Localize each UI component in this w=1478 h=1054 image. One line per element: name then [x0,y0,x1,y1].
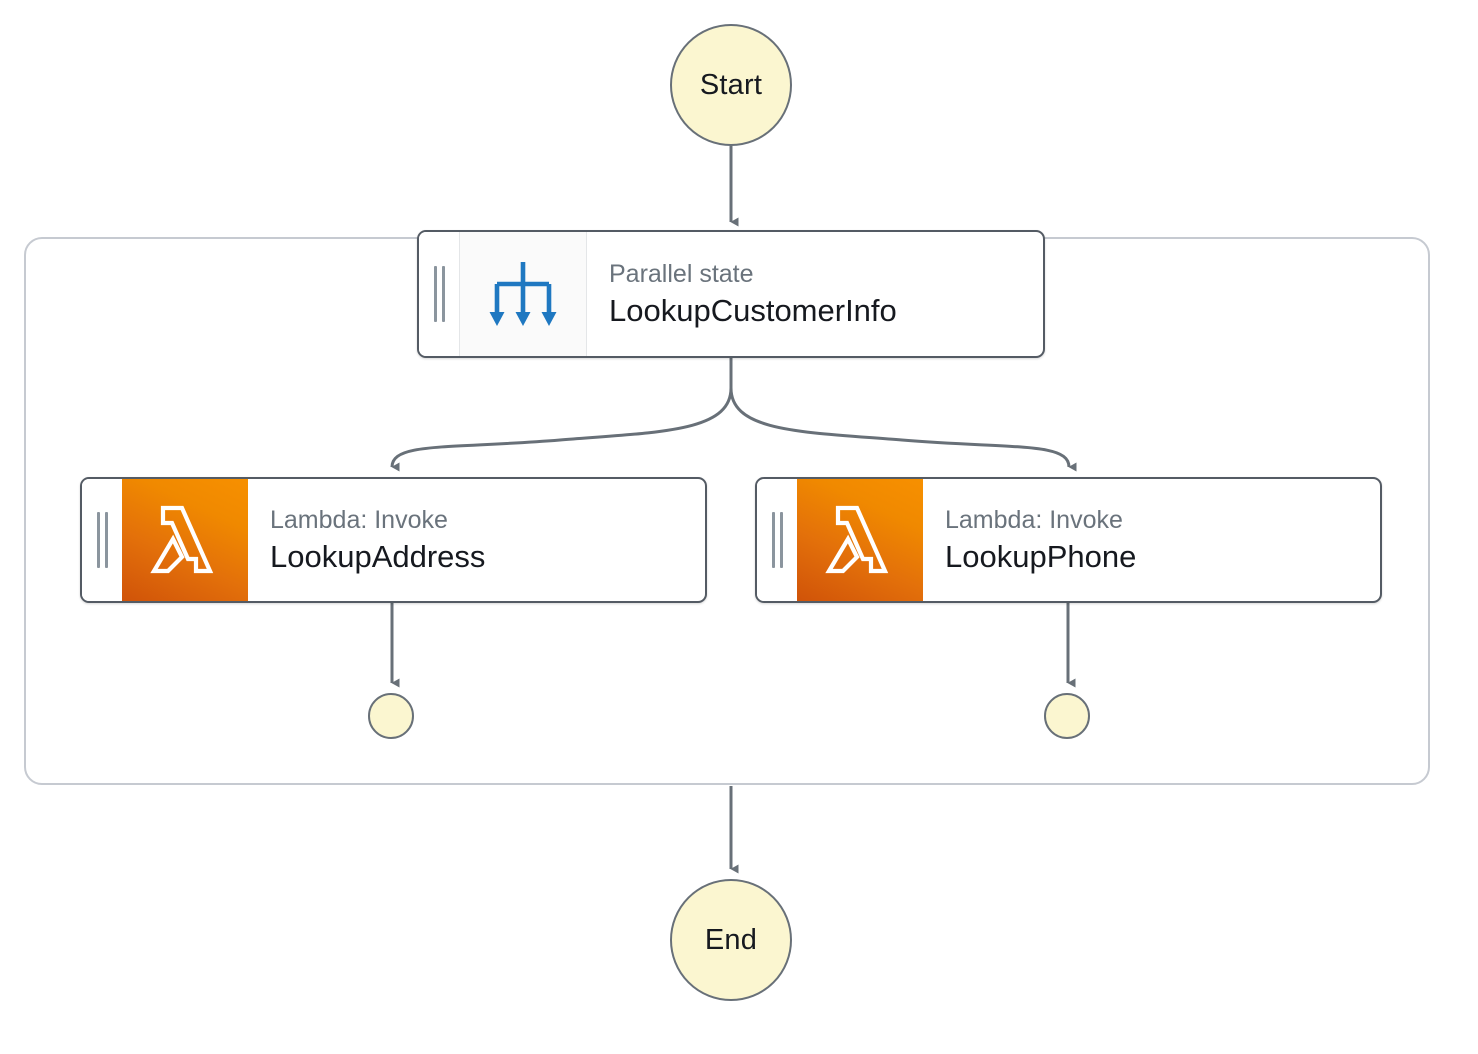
start-node[interactable]: Start [670,24,792,146]
parallel-fork-icon [459,232,587,356]
lambda-lookupphone-title: LookupPhone [945,538,1137,574]
start-node-label: Start [699,68,763,101]
drag-handle-icon[interactable] [82,479,122,601]
drag-handle-icon[interactable] [757,479,797,601]
aws-lambda-icon [797,479,923,601]
drag-handle-icon[interactable] [419,232,459,356]
branch-end-right-node[interactable] [1044,693,1090,739]
lambda-lookupaddress-node[interactable]: Lambda: Invoke LookupAddress [80,477,707,603]
lambda-lookupaddress-subtitle: Lambda: Invoke [270,505,448,534]
lambda-lookupaddress-text: Lambda: Invoke LookupAddress [248,479,705,601]
lambda-lookupaddress-title: LookupAddress [270,538,486,574]
lambda-lookupphone-text: Lambda: Invoke LookupPhone [923,479,1380,601]
parallel-state-node[interactable]: Parallel state LookupCustomerInfo [417,230,1045,358]
branch-end-left-node[interactable] [368,693,414,739]
parallel-state-text: Parallel state LookupCustomerInfo [587,232,1043,356]
parallel-state-title: LookupCustomerInfo [609,292,897,328]
aws-lambda-icon [122,479,248,601]
parallel-state-subtitle: Parallel state [609,259,754,288]
end-node[interactable]: End [670,879,792,1001]
lambda-lookupphone-node[interactable]: Lambda: Invoke LookupPhone [755,477,1382,603]
lambda-lookupphone-subtitle: Lambda: Invoke [945,505,1123,534]
end-node-label: End [704,923,758,956]
